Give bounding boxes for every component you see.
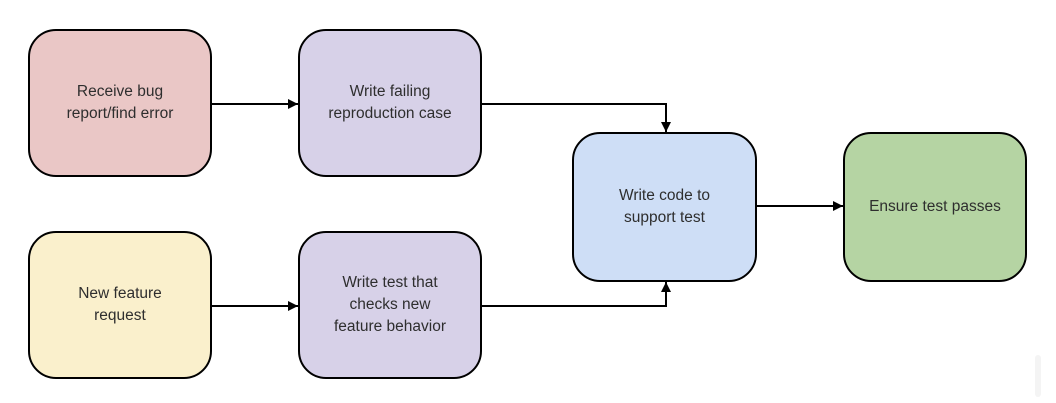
- edge-test-to-code: [482, 282, 671, 307]
- node-new-feature-request: New feature request: [28, 231, 212, 379]
- node-write-code-support-test: Write code to support test: [572, 132, 757, 282]
- node-write-failing-reproduction-case: Write failing reproduction case: [298, 29, 482, 177]
- scrollbar-thumb[interactable]: [1035, 355, 1041, 397]
- edge-repro-to-code: [482, 103, 671, 132]
- node-ensure-test-passes: Ensure test passes: [843, 132, 1027, 282]
- node-write-test-checks-feature: Write test that checks new feature behav…: [298, 231, 482, 379]
- node-receive-bug-report: Receive bug report/find error: [28, 29, 212, 177]
